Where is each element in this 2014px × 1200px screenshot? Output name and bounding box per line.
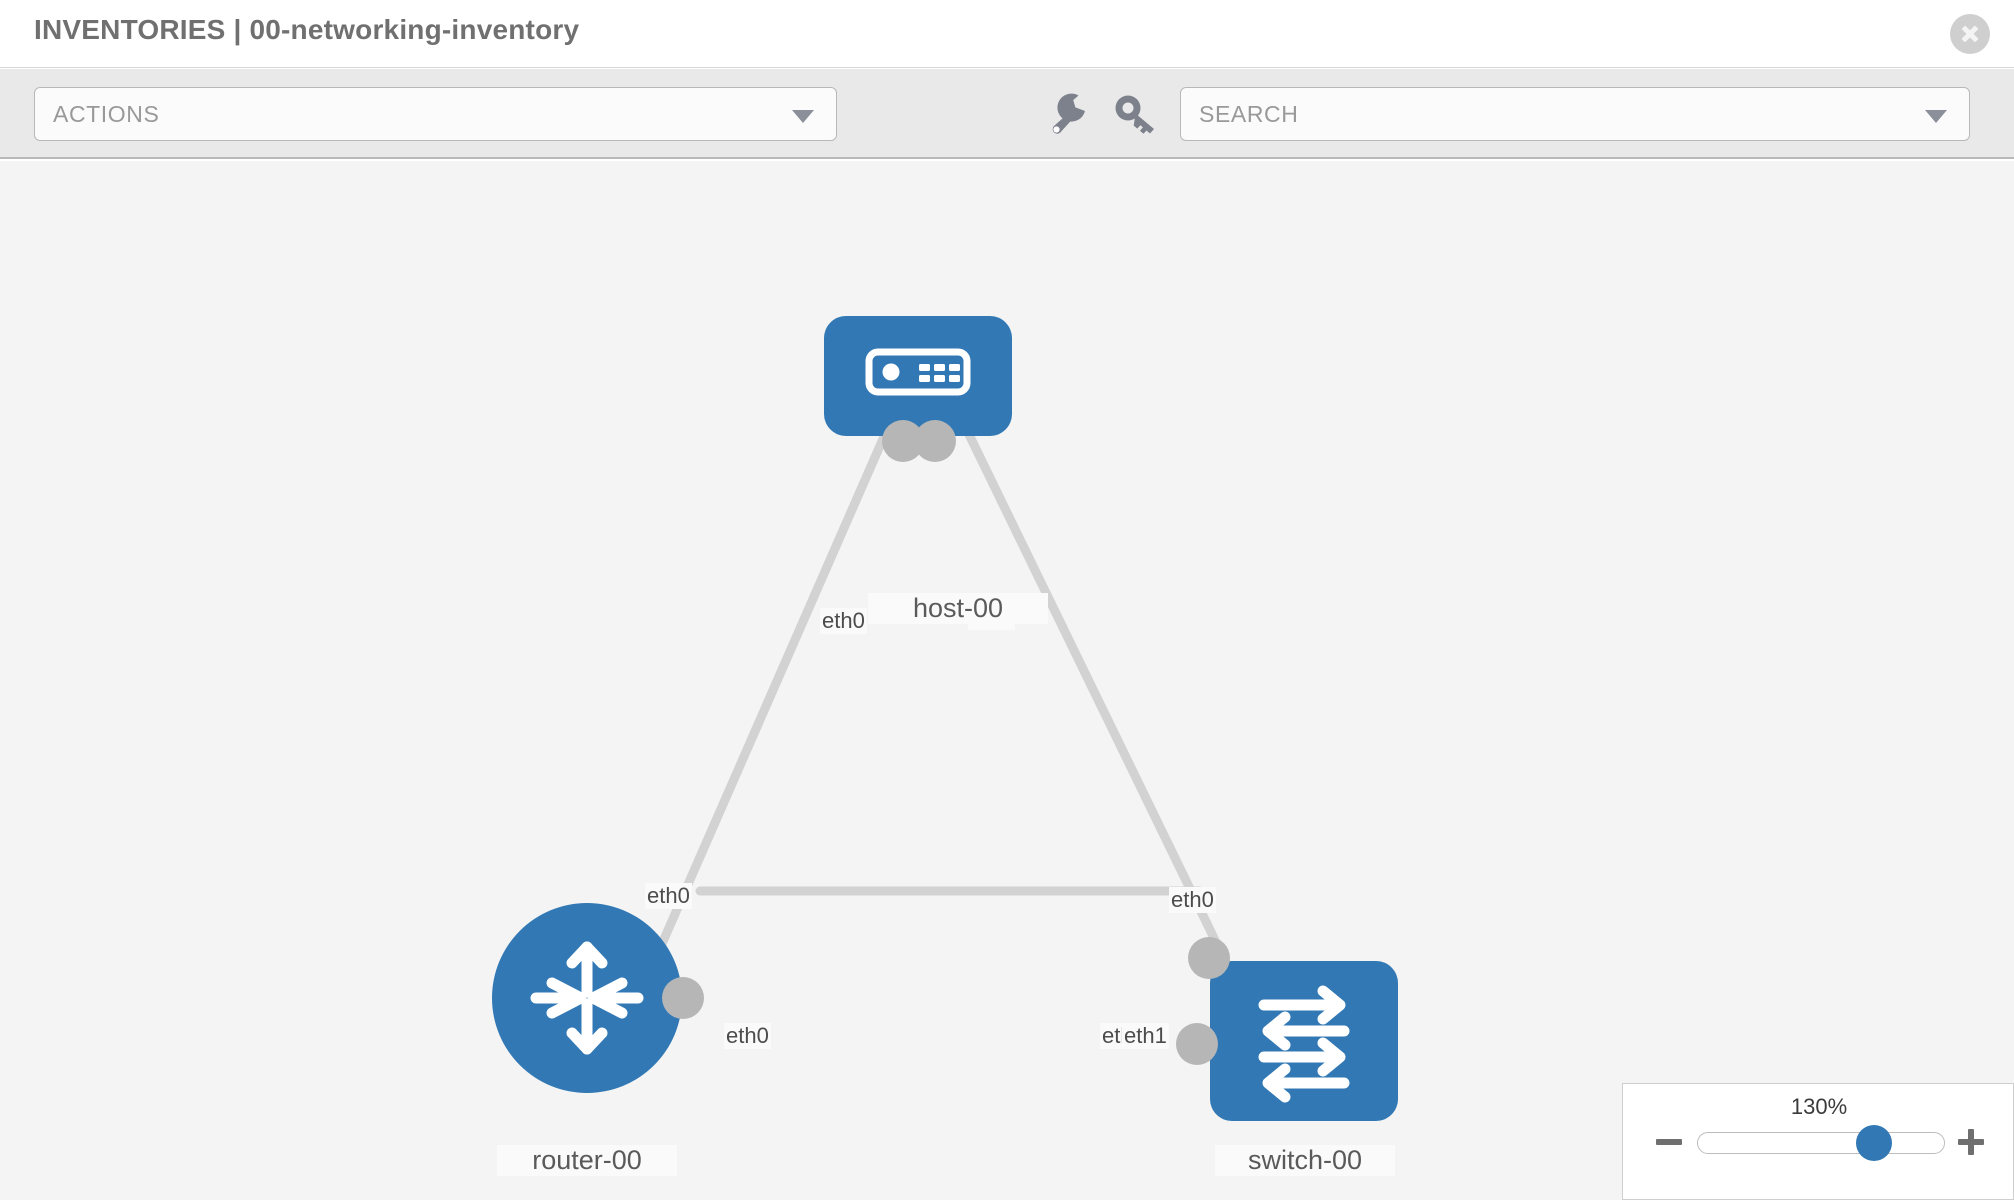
switch-arrows-icon xyxy=(1258,985,1350,1103)
chevron-down-icon xyxy=(1925,110,1947,123)
iface-label-host-left: eth0 xyxy=(820,608,867,634)
page-title: INVENTORIES | 00-networking-inventory xyxy=(34,14,580,45)
iface-label-switch-up: eth0 xyxy=(1169,887,1216,913)
close-icon[interactable] xyxy=(1950,14,1990,54)
actions-dropdown[interactable]: ACTIONS xyxy=(34,87,837,141)
iface-label-router-up: eth0 xyxy=(645,883,692,909)
search-placeholder: SEARCH xyxy=(1199,101,1299,127)
zoom-level-value: 130% xyxy=(1790,1094,1848,1119)
chevron-down-icon xyxy=(792,110,814,123)
minus-icon[interactable] xyxy=(1651,1124,1687,1160)
zoom-control-panel: 130% xyxy=(1622,1083,2014,1200)
node-router-00[interactable] xyxy=(492,903,704,1093)
interface-nub-switch-left[interactable] xyxy=(1176,1023,1218,1065)
node-host-00[interactable] xyxy=(824,316,1012,462)
zoom-slider-thumb[interactable] xyxy=(1856,1125,1892,1161)
host-node-shape xyxy=(824,316,1012,436)
topology-canvas[interactable]: eth0 eth0 host-00 xyxy=(0,161,2014,1200)
plus-icon[interactable] xyxy=(1953,1124,1989,1160)
iface-label-router-right: eth0 xyxy=(724,1023,771,1049)
node-label-host-00: host-00 xyxy=(868,593,1048,624)
key-icon[interactable] xyxy=(1110,89,1162,139)
wrench-icon[interactable] xyxy=(1040,89,1092,139)
page-header: INVENTORIES | 00-networking-inventory xyxy=(0,0,2014,68)
router-arrows-icon xyxy=(530,941,644,1055)
interface-nub-host-right[interactable] xyxy=(914,420,956,462)
node-label-router-00: router-00 xyxy=(497,1145,677,1176)
server-icon xyxy=(865,348,971,396)
iface-label-switch-left-b: eth1 xyxy=(1122,1023,1169,1049)
interface-nub-router-right[interactable] xyxy=(662,977,704,1019)
zoom-slider[interactable] xyxy=(1697,1125,1945,1161)
router-node-shape xyxy=(492,903,682,1093)
link-host-switch xyxy=(955,411,1235,976)
switch-node-shape xyxy=(1210,961,1398,1121)
node-label-switch-00: switch-00 xyxy=(1215,1145,1395,1176)
node-switch-00[interactable] xyxy=(1176,937,1398,1121)
actions-dropdown-label: ACTIONS xyxy=(53,101,160,127)
search-input[interactable]: SEARCH xyxy=(1180,87,1970,141)
interface-nub-switch-up[interactable] xyxy=(1188,937,1230,979)
toolbar: ACTIONS SEARCH xyxy=(0,69,2014,159)
